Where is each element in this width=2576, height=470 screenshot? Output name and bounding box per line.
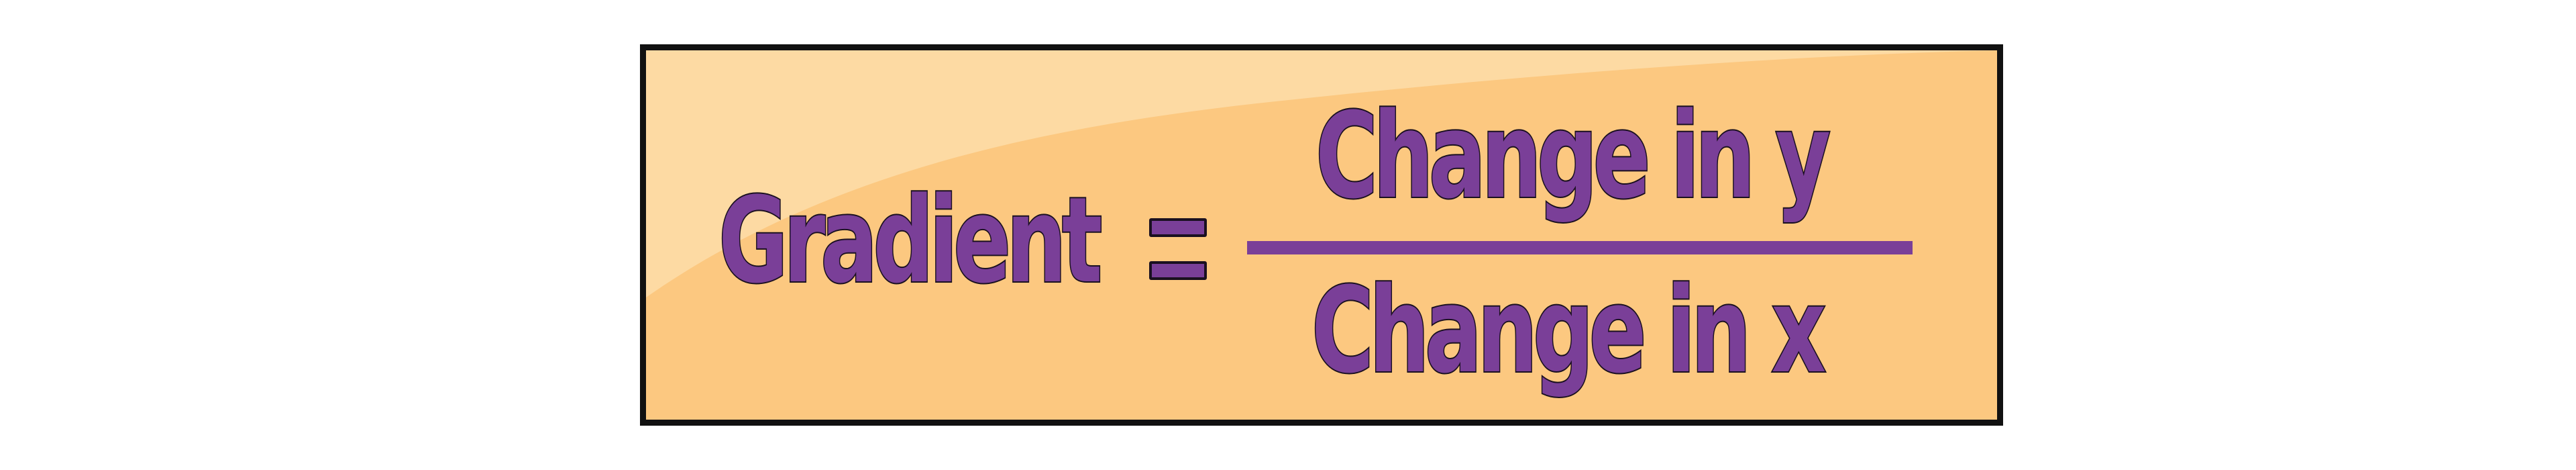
fraction-bar [1247,241,1913,254]
equals-sign-icon [1149,218,1207,280]
equals-top-bar [1149,218,1207,237]
gradient-term: Gradient [718,172,1104,310]
gradient-formula-card: Gradient Change in y Change in x [640,44,2003,426]
denominator-change-in-x: Change in x [1311,262,1827,399]
equals-bottom-bar [1149,261,1207,280]
numerator-change-in-y: Change in y [1315,87,1832,225]
